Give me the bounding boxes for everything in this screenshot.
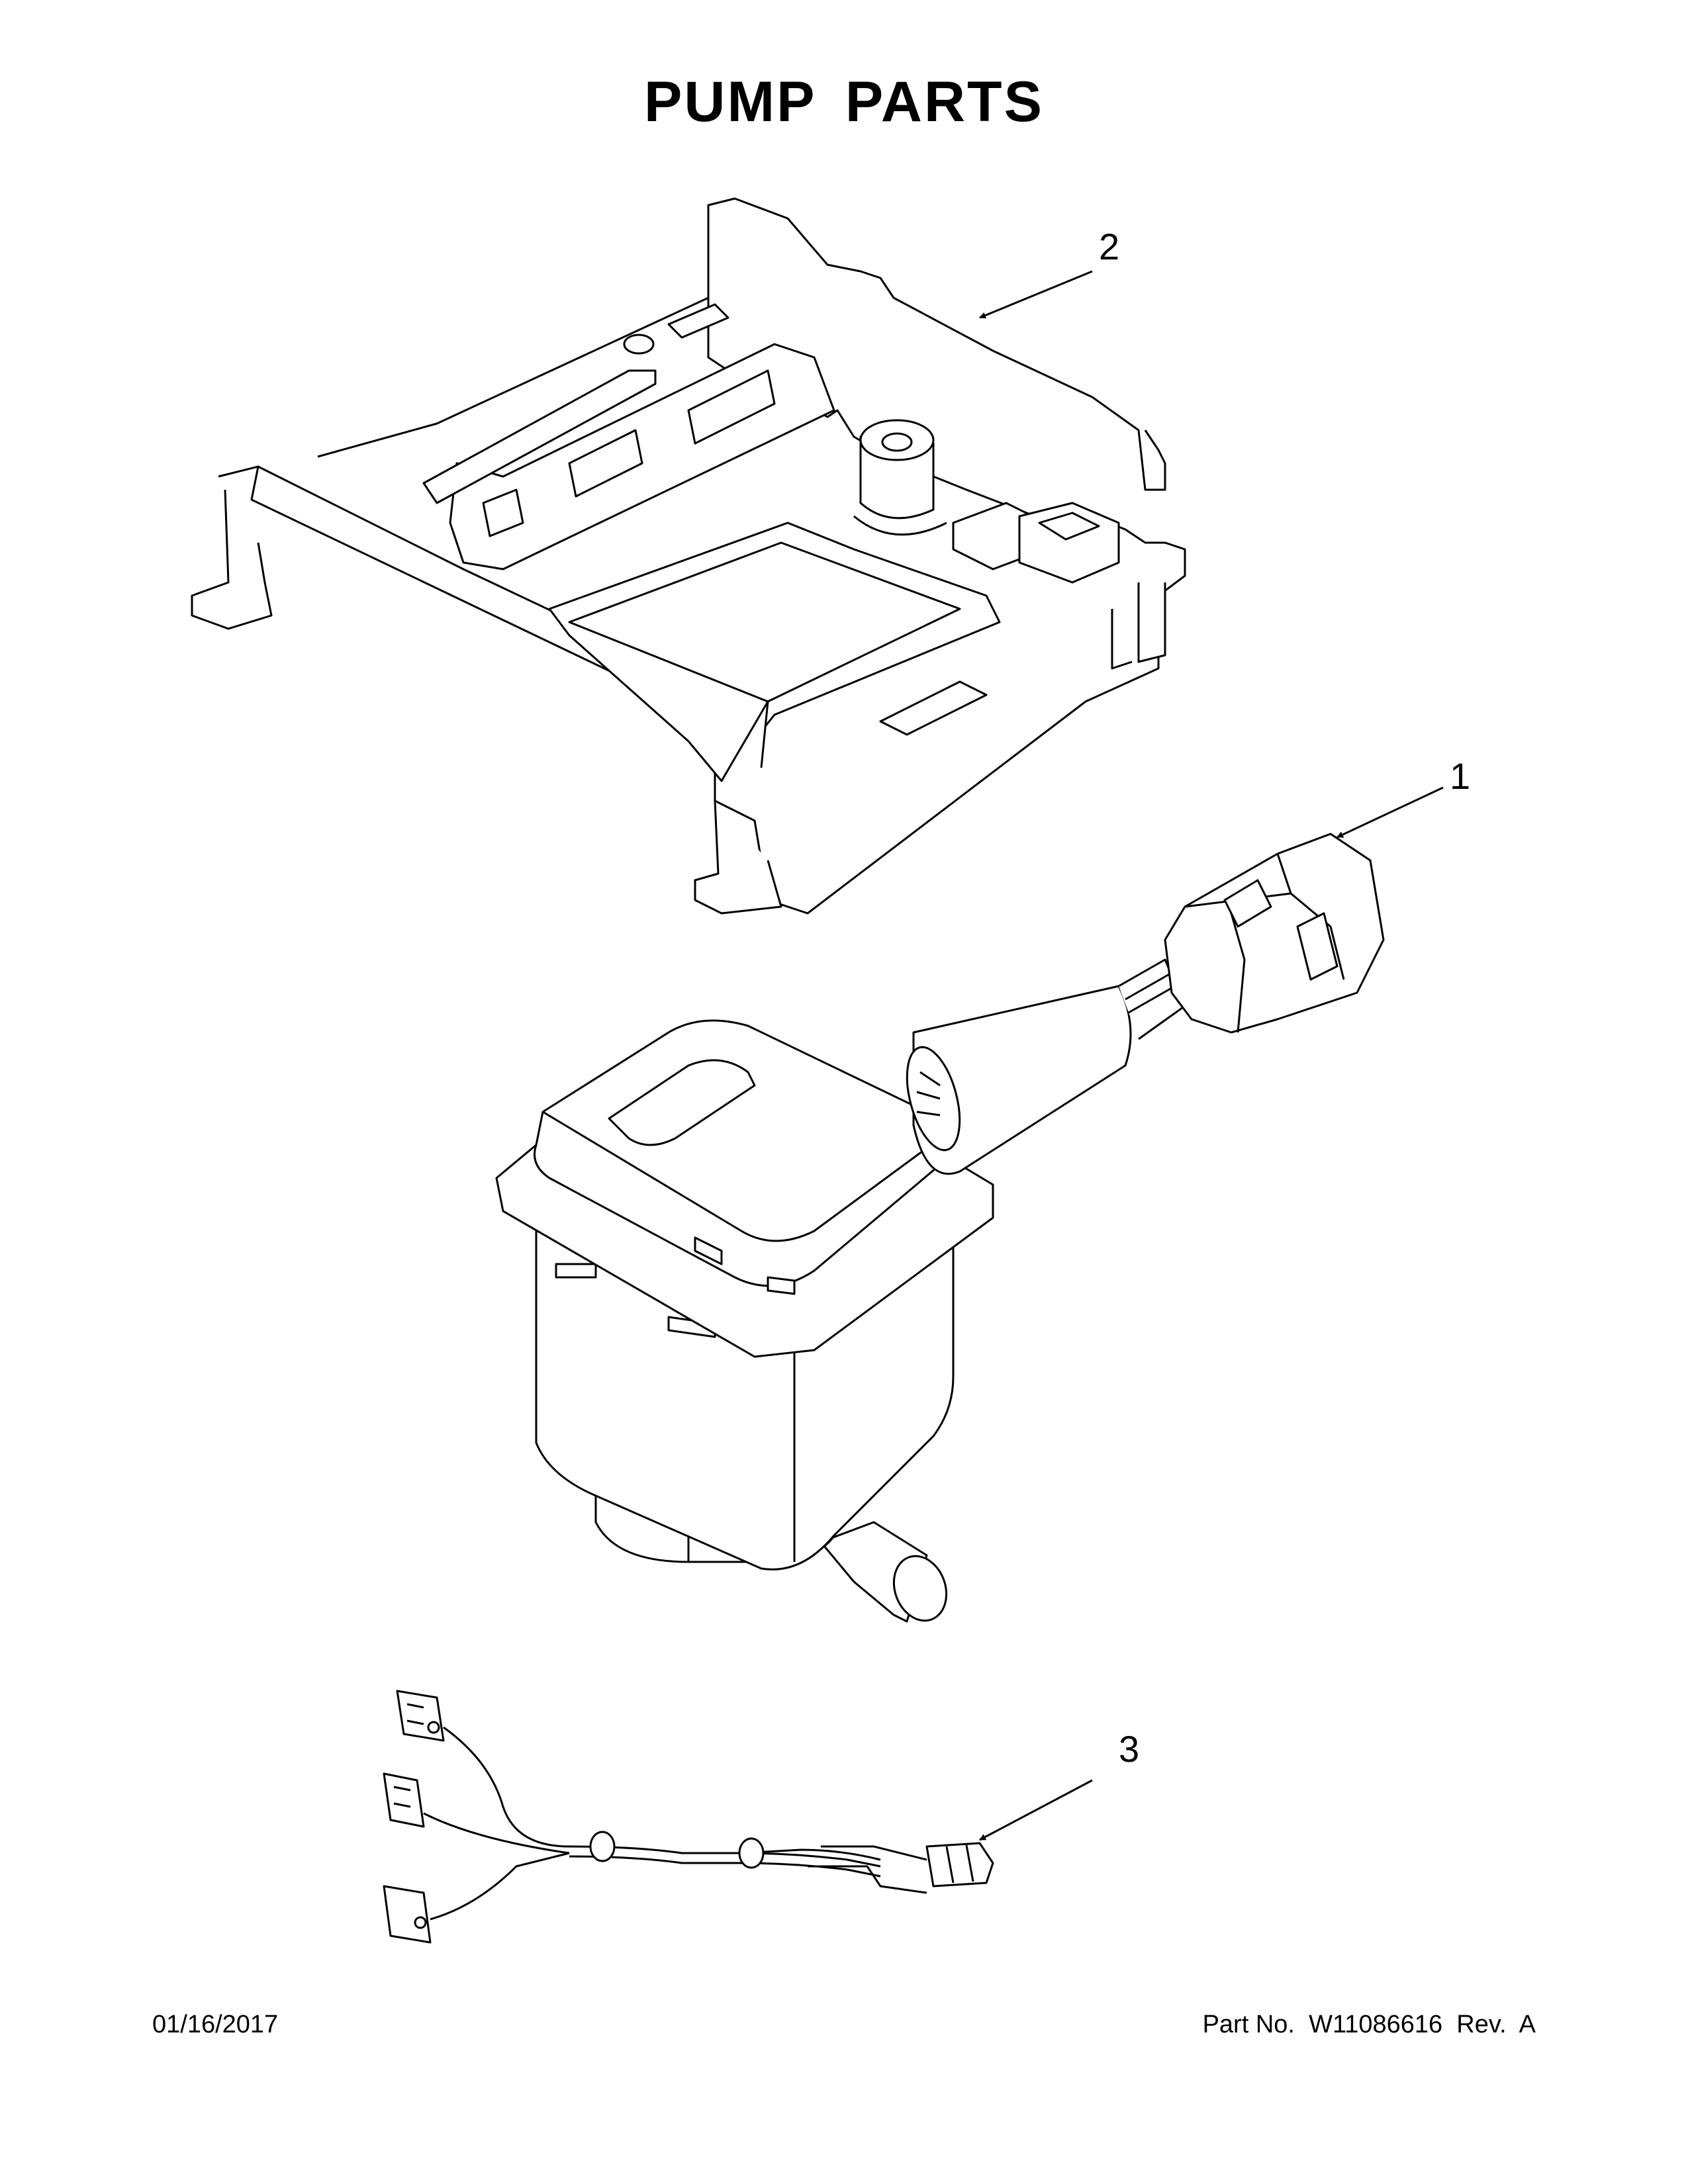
water-pump-assembly [496, 834, 1383, 1628]
callout-3-arrow [979, 1780, 1092, 1840]
pump-housing-bracket [192, 199, 1185, 913]
callout-1: 1 [1450, 755, 1471, 797]
wire-harness [384, 1691, 993, 1942]
footer-date: 01/16/2017 [152, 2011, 279, 2038]
callout-2: 2 [1099, 226, 1120, 267]
callout-2-arrow [979, 271, 1092, 318]
callout-1-arrow [1336, 788, 1443, 837]
callout-3: 3 [1119, 1728, 1140, 1770]
footer-part-number: Part No. W11086616 Rev. A [1202, 2011, 1536, 2038]
page-title: PUMP PARTS [644, 70, 1044, 134]
